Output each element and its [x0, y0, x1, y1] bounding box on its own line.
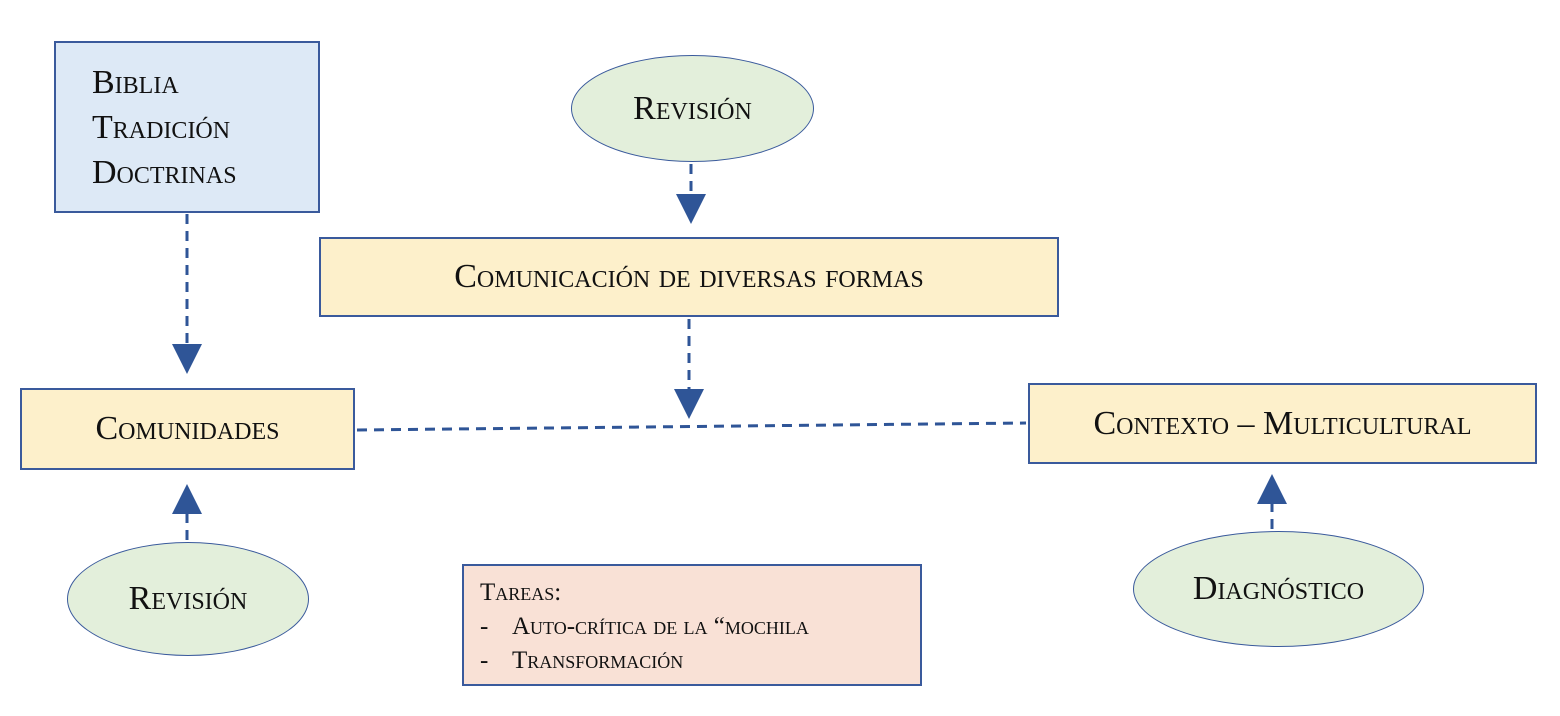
sources-box: Biblia Tradición Doctrinas [54, 41, 320, 213]
diagnostico-ellipse: Diagnóstico [1133, 531, 1424, 647]
sources-line-tradicion: Tradición [92, 108, 231, 146]
sources-line-doctrinas: Doctrinas [92, 153, 237, 191]
revision-top-label: Revisión [633, 89, 752, 127]
sources-line-biblia: Biblia [92, 63, 179, 101]
contexto-label: Contexto – Multicultural [1093, 404, 1472, 442]
tareas-item-text: Auto-crítica de la “mochila [512, 613, 809, 640]
contexto-box: Contexto – Multicultural [1028, 383, 1537, 464]
diagnostico-label: Diagnóstico [1192, 570, 1365, 607]
tareas-box: Tareas: - Auto-crítica de la “mochila - … [462, 564, 922, 686]
revision-bottom-ellipse: Revisión [67, 542, 309, 656]
tareas-item-text: Transformación [512, 647, 684, 674]
tareas-item: - Auto-crítica de la “mochila [480, 610, 904, 644]
tareas-item-bullet: - [480, 613, 489, 640]
tareas-item: - Transformación [480, 644, 904, 678]
comunidades-box: Comunidades [20, 388, 355, 470]
comunicacion-label: Comunicación de diversas formas [454, 258, 924, 295]
tareas-item-bullet: - [480, 647, 489, 674]
revision-bottom-label: Revisión [128, 580, 248, 617]
comunidades-label: Comunidades [95, 410, 280, 447]
tareas-heading: Tareas: [480, 579, 562, 606]
comunicacion-box: Comunicación de diversas formas [319, 237, 1059, 317]
revision-top-ellipse: Revisión [571, 55, 814, 162]
line-comunidades-to-contexto [356, 421, 1027, 432]
